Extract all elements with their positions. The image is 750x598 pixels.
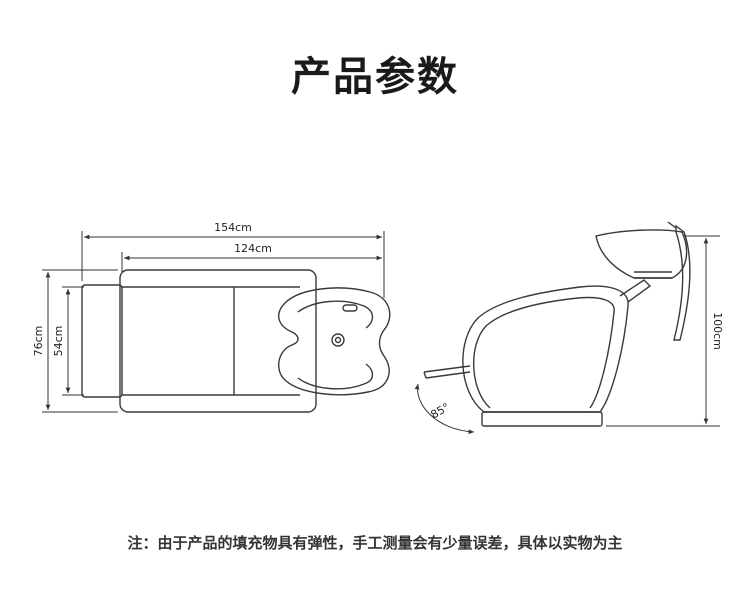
dim-seat-length: 124cm — [234, 242, 272, 255]
dim-overall-length: 154cm — [214, 221, 252, 234]
side-basin — [595, 229, 688, 279]
side-view-dimensions — [414, 235, 720, 435]
chair-body — [462, 285, 629, 413]
footrest-outline — [81, 284, 123, 398]
dim-seat-width: 54cm — [52, 326, 65, 357]
dim-height: 100cm — [711, 312, 724, 350]
page-title: 产品参数 — [291, 54, 459, 100]
basin-outline — [277, 287, 391, 396]
top-view-dimensions — [42, 231, 385, 413]
dim-overall-width: 76cm — [32, 326, 45, 357]
top-view — [81, 269, 391, 413]
footnote: 注：由于产品的填充物具有弹性，手工测量会有少量误差，具体以实物为主 — [127, 534, 623, 552]
basin-drain — [331, 333, 345, 347]
dim-recline-angle: 85° — [429, 400, 452, 421]
chair-base — [481, 411, 603, 427]
side-view — [423, 221, 691, 427]
seat-outline — [119, 269, 317, 413]
